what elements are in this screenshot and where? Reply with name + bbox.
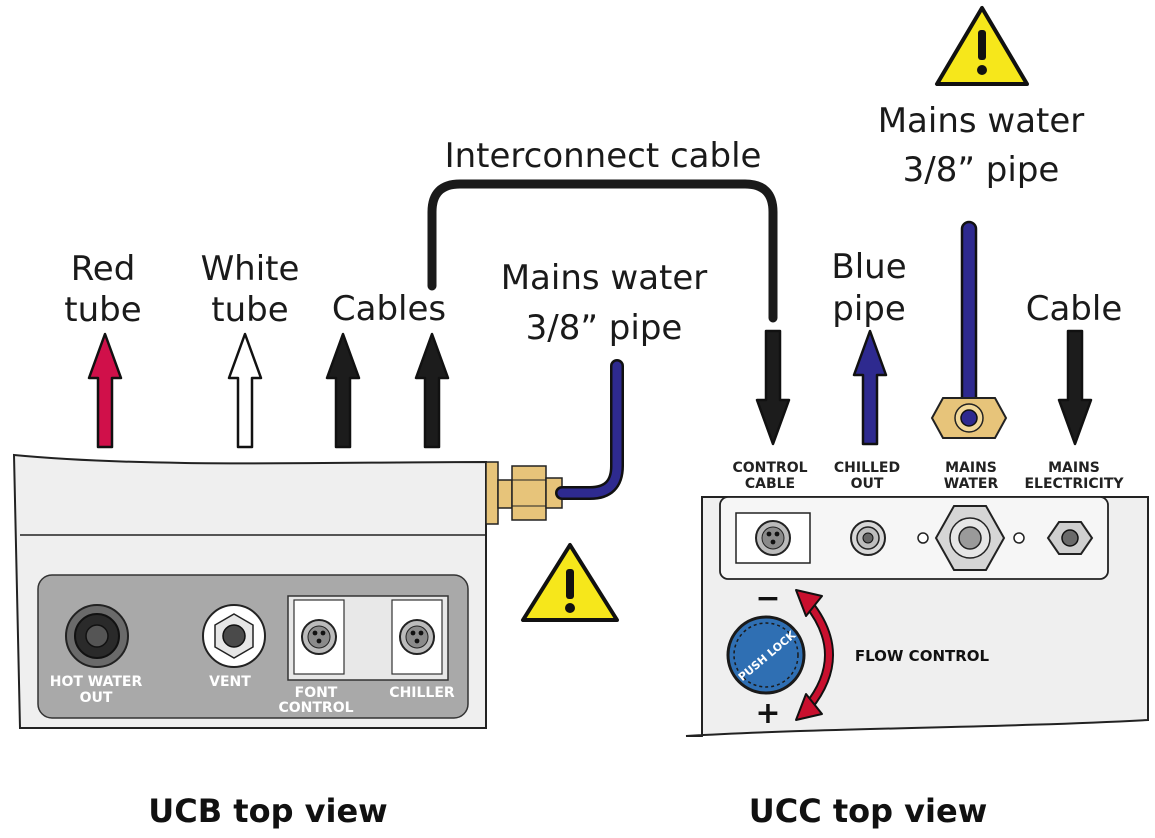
flow-direction-arrow-icon bbox=[795, 589, 834, 721]
red-tube-arrow-up-icon bbox=[87, 332, 123, 449]
font-control-label-2: CONTROL bbox=[278, 700, 353, 716]
blue-pipe-arrow-up-icon bbox=[852, 329, 888, 446]
cables-label: Cables bbox=[332, 289, 446, 329]
flow-control-knob[interactable]: PUSH LOCK bbox=[726, 615, 806, 695]
mains-water-pipe-left bbox=[555, 359, 624, 500]
hot-water-out-port[interactable] bbox=[65, 604, 129, 668]
mains-water-label-left-1: Mains water bbox=[501, 258, 708, 298]
ucc-caption: UCC top view bbox=[749, 792, 988, 830]
plus-label: + bbox=[755, 696, 780, 731]
blue-pipe-label-1: Blue bbox=[831, 247, 906, 287]
white-tube-label-1: White bbox=[201, 249, 300, 289]
hot-water-out-label-2: OUT bbox=[80, 690, 113, 706]
vent-port[interactable] bbox=[202, 604, 266, 668]
control-cable-label-1: CONTROL bbox=[732, 460, 807, 476]
cable-arrow-up-icon bbox=[414, 332, 450, 449]
font-control-label-1: FONT bbox=[295, 685, 338, 701]
cable-arrow-up-icon bbox=[325, 332, 361, 449]
chilled-out-label-2: OUT bbox=[851, 476, 884, 492]
white-tube-arrow-up-icon bbox=[227, 332, 263, 449]
control-cable-arrow-down-icon bbox=[755, 329, 791, 446]
mains-water-label-left-2: 3/8” pipe bbox=[526, 308, 683, 348]
white-tube-label-2: tube bbox=[211, 290, 288, 330]
chiller-label: CHILLER bbox=[389, 685, 455, 701]
mains-electricity-label-2: ELECTRICITY bbox=[1024, 476, 1124, 492]
warning-icon bbox=[521, 543, 619, 622]
vent-label: VENT bbox=[209, 674, 251, 690]
brass-fitting bbox=[485, 461, 563, 525]
mains-electricity-label-1: MAINS bbox=[1048, 460, 1100, 476]
interconnect-cable-label: Interconnect cable bbox=[445, 136, 762, 176]
mains-electricity-port[interactable] bbox=[1046, 521, 1094, 555]
hot-water-out-label-1: HOT WATER bbox=[50, 674, 143, 690]
mains-water-pipe-top bbox=[930, 220, 1008, 439]
mains-water-port-label-2: WATER bbox=[944, 476, 999, 492]
cable-arrow-down-icon bbox=[1057, 329, 1093, 446]
ucb-unit: HOT WATER OUT VENT FONT CONTROL CHILLER bbox=[12, 453, 563, 729]
font-control-port[interactable] bbox=[293, 599, 345, 675]
minus-label: − bbox=[755, 581, 780, 616]
blue-pipe-label-2: pipe bbox=[832, 289, 906, 329]
cable-label: Cable bbox=[1026, 289, 1123, 329]
control-cable-port[interactable] bbox=[735, 512, 811, 564]
mains-water-label-top-1: Mains water bbox=[878, 101, 1085, 141]
chiller-port[interactable] bbox=[391, 599, 443, 675]
chilled-out-port[interactable] bbox=[850, 520, 886, 556]
red-tube-label-2: tube bbox=[64, 290, 141, 330]
warning-icon bbox=[935, 6, 1029, 86]
flow-control-label: FLOW CONTROL bbox=[855, 647, 990, 665]
mains-water-port-label-1: MAINS bbox=[945, 460, 997, 476]
control-cable-label-2: CABLE bbox=[745, 476, 795, 492]
mains-water-label-top-2: 3/8” pipe bbox=[903, 150, 1060, 190]
ucb-caption: UCB top view bbox=[148, 792, 387, 830]
red-tube-label-1: Red bbox=[71, 249, 136, 289]
mains-water-port[interactable] bbox=[934, 505, 1006, 571]
interconnect-cable bbox=[427, 179, 778, 323]
chilled-out-label-1: CHILLED bbox=[834, 460, 900, 476]
